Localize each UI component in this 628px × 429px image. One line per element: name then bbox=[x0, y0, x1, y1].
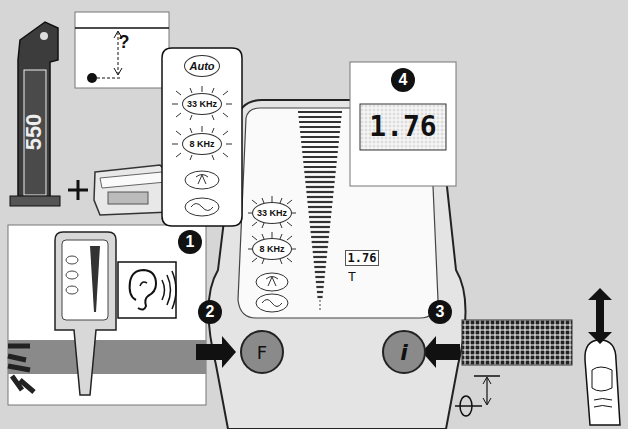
bar-stroke bbox=[309, 216, 331, 218]
bar-stroke bbox=[315, 276, 324, 278]
bar-stroke bbox=[316, 286, 323, 288]
bar-stroke bbox=[307, 196, 333, 198]
bar-stroke bbox=[309, 211, 332, 213]
mode-popout bbox=[162, 48, 242, 226]
node-text: 8 KHz bbox=[259, 244, 284, 254]
frequency-icon: 8 KHz bbox=[182, 133, 222, 155]
depth-mode-mark: T bbox=[348, 270, 356, 283]
depth-box bbox=[75, 12, 169, 88]
bar-stroke bbox=[305, 181, 334, 183]
bar-stroke bbox=[307, 201, 332, 203]
bar-stroke bbox=[314, 261, 327, 263]
bar-stroke bbox=[299, 116, 342, 118]
bar-stroke bbox=[299, 121, 341, 123]
bar-stroke bbox=[313, 256, 327, 258]
locator-housing bbox=[208, 100, 465, 429]
bar-stroke bbox=[314, 266, 325, 268]
node-text: F bbox=[257, 342, 267, 363]
callout-number: 4 bbox=[391, 68, 415, 92]
node-text: 33 KHz bbox=[257, 208, 287, 218]
depth-readout: 1.76 bbox=[345, 250, 380, 266]
bar-stroke bbox=[298, 111, 342, 113]
bar-stroke bbox=[303, 156, 338, 158]
bar-stroke bbox=[315, 271, 325, 273]
finger-scroll bbox=[585, 288, 620, 425]
bar-stroke bbox=[316, 281, 324, 283]
node-text: Auto bbox=[189, 60, 214, 72]
plus-sign bbox=[68, 180, 88, 200]
depth-question: ? bbox=[119, 33, 130, 51]
model-number: 550 bbox=[23, 114, 45, 151]
frequency-icon: 33 KHz bbox=[182, 93, 222, 115]
callout-number: 2 bbox=[198, 300, 222, 324]
bar-stroke bbox=[317, 291, 323, 293]
node-text: i bbox=[400, 340, 408, 365]
bar-stroke bbox=[313, 251, 328, 253]
function-button: F bbox=[240, 330, 284, 374]
node-text: 8 KHz bbox=[189, 139, 214, 149]
info-button: i bbox=[382, 330, 426, 374]
bar-stroke bbox=[308, 206, 332, 208]
display-popout bbox=[350, 62, 456, 186]
depth-readout: 1.76 bbox=[369, 113, 436, 141]
bar-stroke bbox=[311, 236, 329, 238]
auto-mode-icon: Auto bbox=[184, 55, 220, 77]
panel-1 bbox=[8, 225, 206, 405]
bar-stroke bbox=[301, 136, 340, 138]
bar-stroke bbox=[301, 141, 339, 143]
bar-stroke bbox=[312, 241, 329, 243]
bar-stroke bbox=[312, 246, 328, 248]
bar-stroke bbox=[306, 191, 333, 193]
frequency-icon: 8 KHz bbox=[252, 238, 292, 260]
node-text: 33 KHz bbox=[187, 99, 217, 109]
depth-readout-detail bbox=[455, 320, 572, 416]
callout-number: 3 bbox=[428, 300, 452, 324]
bar-stroke bbox=[310, 221, 331, 223]
bar-stroke bbox=[304, 166, 336, 168]
bar-stroke bbox=[311, 231, 330, 233]
frequency-icon: 33 KHz bbox=[252, 202, 292, 224]
bar-stroke bbox=[300, 131, 340, 133]
bar-stroke bbox=[304, 171, 335, 173]
bar-stroke bbox=[305, 176, 335, 178]
active-rays bbox=[248, 196, 296, 264]
bar-stroke bbox=[303, 161, 337, 163]
locator-illustration bbox=[10, 22, 60, 206]
bar-stroke bbox=[306, 186, 334, 188]
bar-stroke bbox=[302, 146, 339, 148]
bar-stroke bbox=[300, 126, 341, 128]
callout-number: 1 bbox=[178, 230, 202, 254]
bar-stroke bbox=[302, 151, 338, 153]
transmitter-illustration bbox=[94, 165, 172, 215]
bar-stroke bbox=[317, 296, 322, 298]
bar-stroke bbox=[310, 226, 330, 228]
